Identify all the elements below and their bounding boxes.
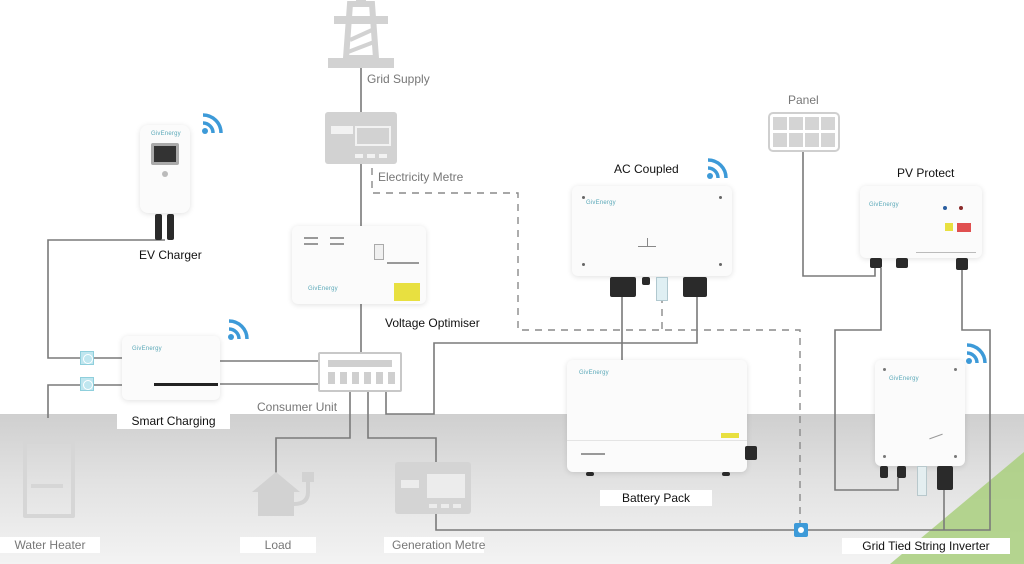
ev-charger-label: EV Charger [139, 248, 202, 262]
pylon-icon [328, 0, 394, 68]
ev-cable [155, 214, 162, 240]
inverter-connector [897, 466, 906, 478]
ac-connector [683, 277, 707, 297]
pv-protect-device[interactable]: GivEnergy [860, 186, 982, 258]
voltage-optimiser-device[interactable]: GivEnergy [292, 226, 426, 304]
brand-logo: GivEnergy [586, 200, 616, 206]
wire-genmetre-bus [435, 268, 991, 531]
battery-pack-label: Battery Pack [600, 490, 712, 506]
battery-connector [745, 446, 757, 460]
warning-label [394, 283, 420, 301]
voltage-optimiser-label: Voltage Optimiser [385, 316, 480, 330]
ev-cable [167, 214, 174, 240]
inverter-connector [880, 466, 888, 478]
generation-metre-device [395, 462, 471, 514]
pv-protect-label: PV Protect [897, 166, 955, 180]
wifi-icon [966, 343, 987, 364]
comms-port-icon [656, 277, 668, 301]
consumer-unit-device [318, 352, 402, 392]
consumer-unit-label: Consumer Unit [257, 400, 338, 414]
isolator-icon [80, 377, 94, 391]
wire-pv-inverter [834, 268, 899, 491]
smart-charging-device[interactable]: GivEnergy [122, 336, 220, 400]
wire-water-heater [47, 384, 122, 418]
ac-connector [642, 277, 650, 285]
battery-pack-device[interactable]: GivEnergy [567, 360, 747, 472]
grid-supply-label: Grid Supply [367, 72, 430, 86]
panel-label: Panel [788, 93, 819, 107]
comms-port-icon [917, 466, 927, 496]
brand-logo: GivEnergy [889, 376, 919, 382]
wire-cu-genmetre [367, 390, 437, 462]
ac-coupled-inverter-device[interactable]: GivEnergy [572, 186, 732, 276]
wire-cu-load [275, 390, 351, 475]
house-plug-icon [252, 472, 314, 516]
warning-label [721, 433, 739, 438]
wire-panel-pv [802, 148, 876, 277]
wifi-icon [202, 113, 223, 134]
ac-coupled-label: AC Coupled [614, 162, 679, 176]
comms-meter-ac [371, 168, 801, 525]
brand-logo: GivEnergy [151, 131, 181, 137]
load-label: Load [240, 537, 316, 553]
wifi-icon [707, 158, 728, 179]
battery-foot [586, 472, 594, 476]
water-heater-icon [23, 440, 75, 518]
grid-tied-inverter-device[interactable]: GivEnergy [875, 360, 965, 466]
electricity-metre-label: Electricity Metre [378, 170, 464, 184]
wire-cu-ac [385, 296, 698, 415]
isolator-icon [80, 351, 94, 365]
brand-logo: GivEnergy [308, 286, 338, 292]
brand-logo: GivEnergy [869, 202, 899, 208]
inverter-connector [937, 466, 953, 490]
pv-connector [896, 258, 908, 268]
electricity-metre-device [325, 112, 397, 164]
grid-tied-inverter-label: Grid Tied String Inverter [842, 538, 1010, 554]
battery-foot [722, 472, 730, 476]
brand-logo: GivEnergy [132, 346, 162, 352]
pv-connector [956, 258, 968, 270]
solar-panel-icon [768, 112, 840, 152]
ev-charger-device[interactable]: GivEnergy [140, 125, 190, 213]
ac-connector [610, 277, 636, 297]
water-heater-label: Water Heater [0, 537, 100, 553]
wifi-icon [228, 319, 249, 340]
brand-logo: GivEnergy [579, 370, 609, 376]
comms-port-icon[interactable] [794, 523, 808, 537]
pv-connector [870, 258, 882, 268]
generation-metre-label: Generation Metre [384, 537, 485, 553]
smart-charging-label: Smart Charging [117, 413, 230, 429]
